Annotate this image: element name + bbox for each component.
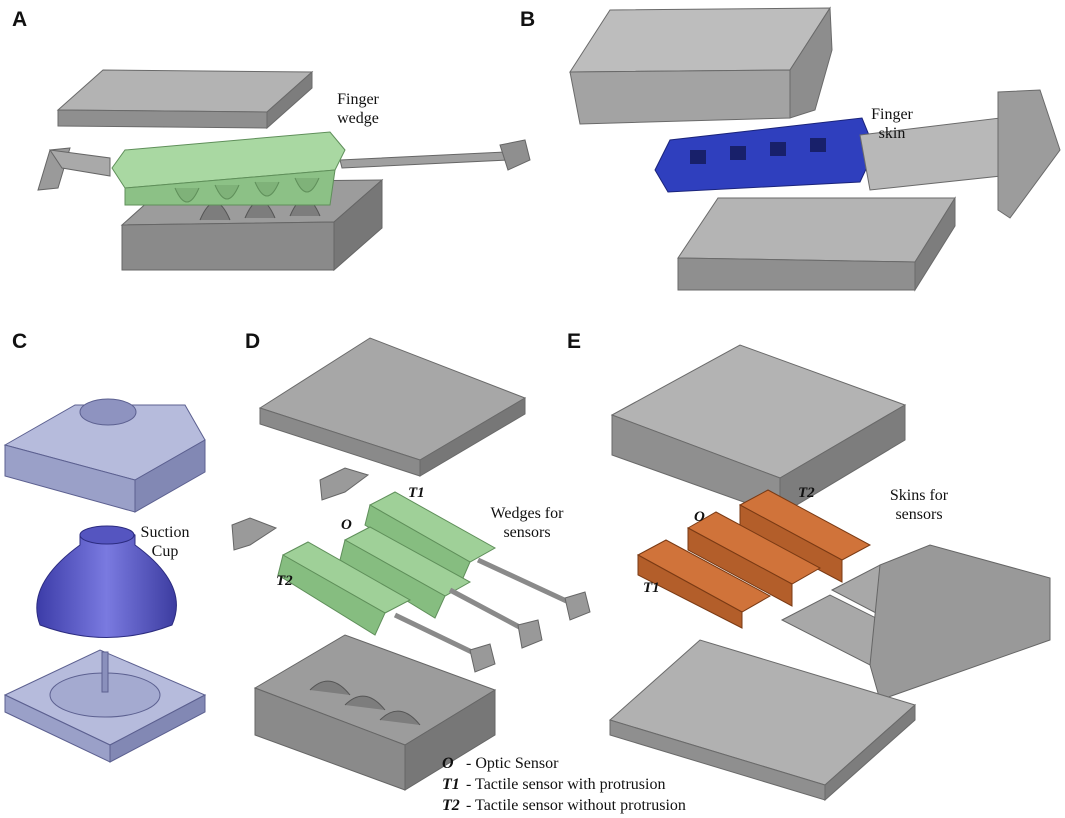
mold-lid-plate bbox=[258, 337, 527, 477]
mold-end-cap bbox=[37, 147, 111, 191]
legend-symbol: O bbox=[442, 755, 454, 772]
legend-text: - Optic Sensor bbox=[466, 755, 559, 772]
label-finger-skin-line2: skin bbox=[878, 125, 906, 142]
sensor-skins-orange bbox=[636, 489, 872, 629]
tag-e-o: O bbox=[694, 509, 705, 525]
panel-d-drawing bbox=[231, 337, 591, 791]
panel-letter-a: A bbox=[12, 8, 28, 31]
panel-b-drawing bbox=[569, 6, 1061, 292]
suction-cup bbox=[36, 525, 177, 638]
mold-lid-block bbox=[610, 344, 907, 516]
panel-c-drawing bbox=[3, 398, 207, 763]
mold-base-plate bbox=[608, 639, 917, 802]
legend-text: - Tactile sensor with protrusion bbox=[466, 776, 666, 793]
suction-bottom-mold bbox=[3, 649, 207, 763]
mold-base-block bbox=[253, 634, 497, 791]
legend-row-optic: O - Optic Sensor bbox=[442, 755, 558, 773]
label-wedges-for-sensors: Wedges for sensors bbox=[482, 504, 572, 542]
tag-d-t1: T1 bbox=[408, 485, 425, 501]
label-skins-line2: sensors bbox=[895, 506, 943, 523]
tag-d-t2: T2 bbox=[276, 573, 293, 589]
panel-a-drawing bbox=[37, 69, 531, 272]
mold-lid-plate bbox=[56, 69, 314, 130]
legend-text: - Tactile sensor without protrusion bbox=[466, 797, 686, 814]
label-finger-wedge-line2: wedge bbox=[337, 110, 379, 127]
tag-d-o: O bbox=[341, 517, 352, 533]
label-suction-cup: Suction Cup bbox=[132, 523, 198, 561]
ejector-rods bbox=[393, 557, 591, 673]
label-wedges-line1: Wedges for bbox=[490, 505, 564, 522]
tag-e-t2: T2 bbox=[798, 485, 815, 501]
label-finger-skin-line1: Finger bbox=[871, 106, 913, 123]
finger-cores-gray bbox=[780, 544, 1051, 701]
mold-top-channel bbox=[569, 6, 833, 125]
label-finger-wedge: Finger wedge bbox=[328, 90, 388, 128]
panel-letter-d: D bbox=[245, 330, 261, 353]
finger-core-gray bbox=[859, 89, 1061, 219]
legend-row-tactile-protrusion: T1 - Tactile sensor with protrusion bbox=[442, 776, 665, 794]
label-suction-cup-line2: Cup bbox=[151, 543, 179, 560]
label-skins-for-sensors: Skins for sensors bbox=[878, 486, 960, 524]
label-suction-cup-line1: Suction bbox=[140, 524, 190, 541]
finger-skin-blue bbox=[654, 117, 876, 193]
ejector-rod bbox=[339, 139, 531, 171]
panel-letter-b: B bbox=[520, 8, 536, 31]
label-finger-wedge-line1: Finger bbox=[337, 91, 379, 108]
sensor-wedges-green bbox=[277, 491, 497, 636]
panel-e-drawing bbox=[608, 344, 1051, 802]
legend-symbol: T2 bbox=[442, 797, 460, 814]
tag-e-t1: T1 bbox=[643, 580, 660, 596]
legend-row-tactile-no-protrusion: T2 - Tactile sensor without protrusion bbox=[442, 797, 686, 815]
suction-top-mold bbox=[3, 398, 206, 513]
label-skins-line1: Skins for bbox=[889, 487, 949, 504]
mold-bottom-plate bbox=[677, 196, 956, 292]
panel-letter-c: C bbox=[12, 330, 28, 353]
mold-end-caps bbox=[231, 467, 370, 551]
label-wedges-line2: sensors bbox=[503, 524, 551, 541]
panel-letter-e: E bbox=[567, 330, 582, 353]
label-finger-skin: Finger skin bbox=[862, 105, 922, 143]
finger-wedge bbox=[111, 131, 346, 206]
legend-symbol: T1 bbox=[442, 776, 460, 793]
